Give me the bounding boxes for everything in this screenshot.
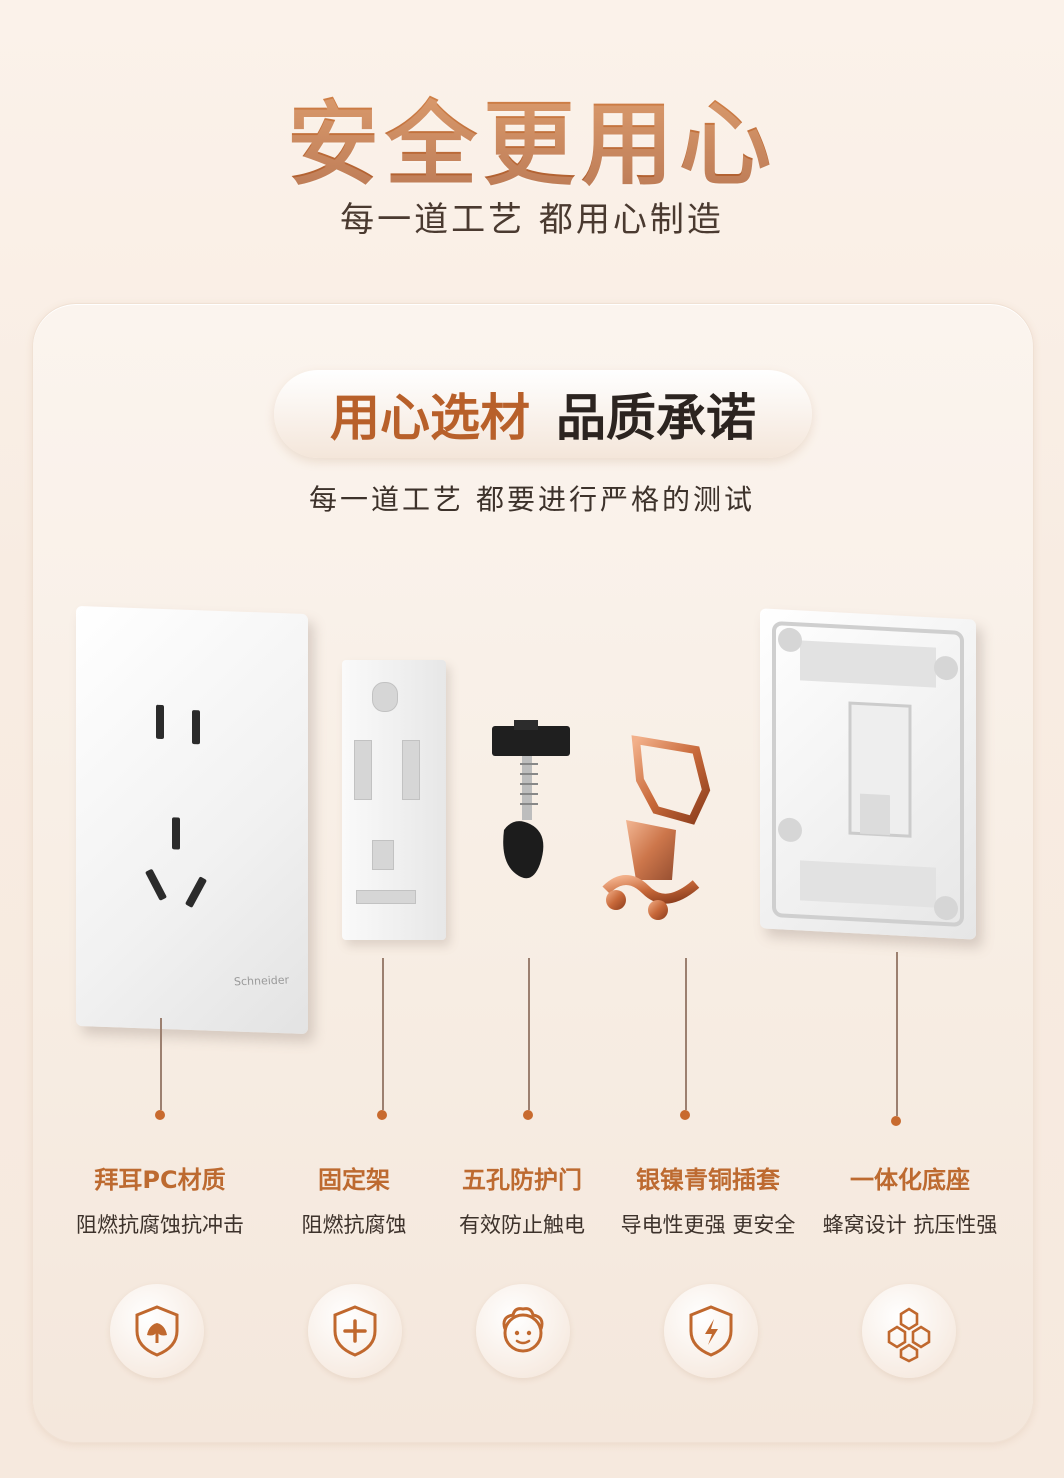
socket-slot — [172, 817, 180, 850]
feature-desc: 导电性更强 更安全 — [620, 1213, 796, 1237]
socket-slot — [156, 704, 164, 740]
copper-contacts-image — [602, 735, 711, 920]
leader-dot — [680, 1110, 690, 1120]
hero-subtitle: 每一道工艺 都用心制造 — [340, 200, 724, 240]
base-image — [760, 608, 976, 940]
socket-slot — [184, 876, 208, 909]
frame-hole — [372, 682, 398, 712]
lightning-shield-icon — [664, 1284, 758, 1378]
honeycomb-icon — [862, 1284, 956, 1378]
feature-title: 固定架 — [318, 1166, 390, 1194]
pill-right-text: 品质承诺 — [556, 389, 756, 447]
leader-line — [685, 958, 687, 1110]
feature-title: 拜耳PC材质 — [94, 1166, 226, 1194]
leader-line — [382, 958, 384, 1110]
base-structure — [772, 621, 964, 927]
feature-base: 一体化底座 蜂窝设计 抗压性强 — [800, 1160, 1020, 1239]
feature-frame: 固定架 阻燃抗腐蚀 — [244, 1160, 464, 1239]
feature-pc-material: 拜耳PC材质 阻燃抗腐蚀抗冲击 — [50, 1160, 270, 1239]
shutter-gate-image — [492, 720, 570, 879]
leader-line — [896, 952, 898, 1116]
leader-dot — [523, 1110, 533, 1120]
faceplate-image: Schneider — [76, 605, 308, 1035]
leaf-shield-icon — [110, 1284, 204, 1378]
frame-hole — [354, 740, 372, 800]
leader-line — [528, 958, 530, 1110]
feature-title: 一体化底座 — [850, 1166, 970, 1194]
mounting-frame-image — [342, 660, 446, 940]
section-pill: 用心选材 品质承诺 — [274, 370, 812, 458]
feature-title: 五孔防护门 — [462, 1166, 582, 1194]
plus-shield-icon — [308, 1284, 402, 1378]
section-subtitle: 每一道工艺 都要进行严格的测试 — [309, 483, 755, 516]
leader-dot — [155, 1110, 165, 1120]
feature-desc: 有效防止触电 — [459, 1213, 585, 1237]
feature-desc: 蜂窝设计 抗压性强 — [822, 1213, 998, 1237]
feature-desc: 阻燃抗腐蚀抗冲击 — [76, 1213, 244, 1237]
leader-dot — [377, 1110, 387, 1120]
feature-shutter: 五孔防护门 有效防止触电 — [412, 1160, 632, 1239]
leader-dot — [891, 1116, 901, 1126]
child-face-icon — [476, 1284, 570, 1378]
frame-hole — [372, 840, 394, 870]
brand-logo: Schneider — [233, 973, 290, 989]
feature-copper: 银镍青铜插套 导电性更强 更安全 — [598, 1160, 818, 1239]
leader-line — [160, 1018, 162, 1110]
feature-title: 银镍青铜插套 — [636, 1166, 780, 1194]
frame-hole — [356, 890, 416, 904]
pill-left-text: 用心选材 — [330, 389, 530, 447]
hero-title: 安全更用心 — [0, 70, 1064, 203]
feature-desc: 阻燃抗腐蚀 — [301, 1213, 407, 1237]
socket-slot — [144, 868, 168, 901]
frame-hole — [402, 740, 420, 800]
socket-slot — [192, 710, 200, 745]
